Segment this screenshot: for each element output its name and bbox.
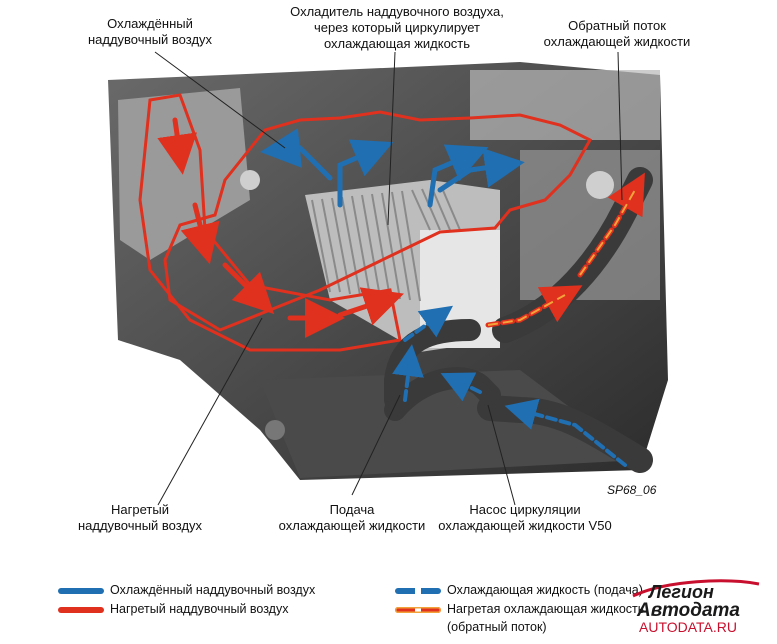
intake-manifold-outline [163, 110, 593, 332]
legend-swatch-blue-dashed [395, 588, 441, 594]
legend-swatch-blue-solid [58, 588, 104, 594]
legion-autodata-logo: Легион Автодата AUTODATA.RU [632, 579, 760, 635]
label-intercooler: Охладитель наддувочного воздуха,через ко… [290, 4, 504, 51]
svg-text:Легион: Легион [647, 582, 714, 602]
figure-code: SP68_06 [607, 483, 657, 497]
coolant-return-flow-inner [487, 189, 636, 326]
legend-swatch-orange-dashed [395, 607, 441, 613]
heated-air-flow [157, 117, 404, 338]
cooled-air-flow [260, 128, 525, 208]
svg-text:Автодата: Автодата [636, 600, 740, 621]
svg-text:AUTODATA.RU: AUTODATA.RU [639, 619, 737, 635]
legend-swatch-red-solid [58, 607, 104, 613]
coolant-supply-flow [392, 305, 627, 467]
leader-lines [154, 51, 623, 506]
